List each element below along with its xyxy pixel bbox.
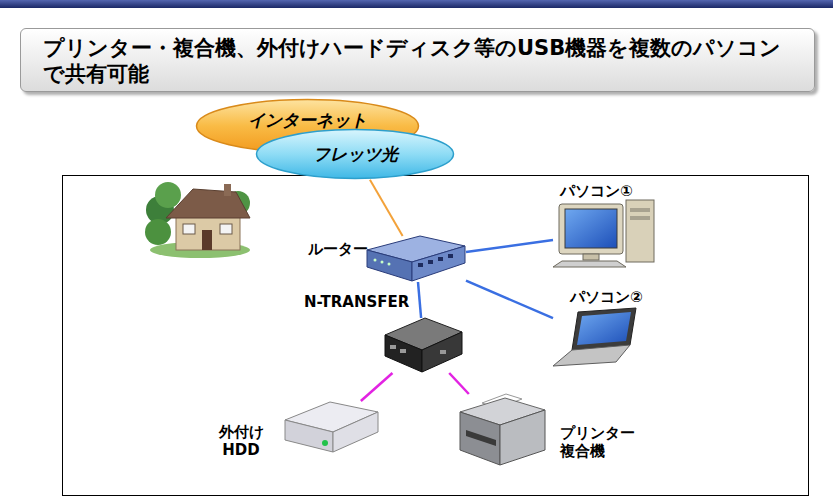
router-side xyxy=(412,246,465,281)
printer-node: プリンター 複合機 xyxy=(459,394,546,466)
tree xyxy=(145,219,171,245)
text-holder: フレッツ光 xyxy=(255,128,455,180)
network-oval: フレッツ光 xyxy=(255,128,455,180)
network-cable xyxy=(466,240,553,252)
hdd-icon xyxy=(285,402,378,452)
router-node: ルーター xyxy=(366,236,466,282)
pc-tower xyxy=(626,200,654,262)
usb-port xyxy=(390,345,396,349)
usb-server-node: N-TRANSFER xyxy=(384,318,463,373)
room-frame xyxy=(63,176,809,496)
text-holder: N-TRANSFER xyxy=(304,293,414,311)
drive-slot xyxy=(630,216,650,220)
network-cable xyxy=(361,373,393,401)
tree xyxy=(155,182,181,208)
router-led xyxy=(381,261,384,264)
text-holder: パソコン① xyxy=(560,182,655,200)
router-led xyxy=(374,259,377,262)
router-front xyxy=(367,250,412,281)
network-label: フレッツ光 xyxy=(313,144,398,164)
storage-node: 外付け HDD xyxy=(284,401,379,453)
pc-node: パソコン① xyxy=(553,199,656,267)
network-label: インターネット xyxy=(248,110,367,130)
printer-front xyxy=(460,412,500,465)
house-wall xyxy=(176,214,240,250)
oval-shape xyxy=(257,130,454,179)
device-label: パソコン① xyxy=(560,182,633,200)
network-cable xyxy=(449,373,469,394)
server-side xyxy=(422,332,462,372)
title-box: プリンター・複合機、外付けハードディスク等のUSB機器を複数のパソコンで共有可能 xyxy=(20,28,815,92)
hdd-side xyxy=(333,412,378,452)
network-cable xyxy=(418,282,421,318)
drive-slot xyxy=(630,208,650,212)
network-cable xyxy=(466,281,553,319)
hdd-front xyxy=(285,420,333,452)
device-label: 外付け HDD xyxy=(212,423,270,459)
router-icon xyxy=(367,236,465,281)
server-front xyxy=(385,335,422,372)
chimney xyxy=(224,184,231,196)
router-port xyxy=(418,263,423,267)
router-port xyxy=(438,257,443,261)
router-led xyxy=(388,263,391,266)
monitor-stand xyxy=(583,254,599,260)
header-band xyxy=(0,0,833,8)
house-roof xyxy=(166,189,250,218)
printer-side xyxy=(500,410,545,465)
laptop-screen xyxy=(577,312,631,345)
device-label: プリンター 複合機 xyxy=(560,424,642,460)
house-window xyxy=(220,224,232,234)
hdd-led xyxy=(322,440,328,446)
text-holder: ルーター xyxy=(308,240,378,258)
text-holder: 外付け HDD xyxy=(212,423,270,459)
lan-port xyxy=(440,350,446,354)
house-door xyxy=(202,230,212,250)
laptop-lid xyxy=(572,308,636,350)
house-window xyxy=(183,224,195,234)
title-text: プリンター・複合機、外付けハードディスク等のUSB機器を複数のパソコンで共有可能 xyxy=(43,35,793,87)
network-cable xyxy=(370,180,403,236)
text-holder: パソコン② xyxy=(570,288,665,306)
monitor-frame xyxy=(559,204,623,254)
device-label: パソコン② xyxy=(570,288,643,306)
device-label: N-TRANSFER xyxy=(304,293,409,311)
laptop-icon xyxy=(553,308,636,366)
laptop-base xyxy=(553,345,630,366)
desktop-pc-icon xyxy=(553,200,654,267)
output-slot xyxy=(466,430,496,446)
printer-icon xyxy=(460,394,545,465)
pc-node: パソコン② xyxy=(553,307,640,367)
router-port xyxy=(428,260,433,264)
usb-port xyxy=(400,349,406,353)
router-port xyxy=(448,254,453,258)
house-illustration xyxy=(145,182,250,258)
device-label: ルーター xyxy=(308,240,368,258)
monitor-screen xyxy=(565,209,617,248)
keyboard xyxy=(553,261,626,267)
usb-server-icon xyxy=(385,318,462,372)
text-holder: プリンター 複合機 xyxy=(560,424,642,460)
